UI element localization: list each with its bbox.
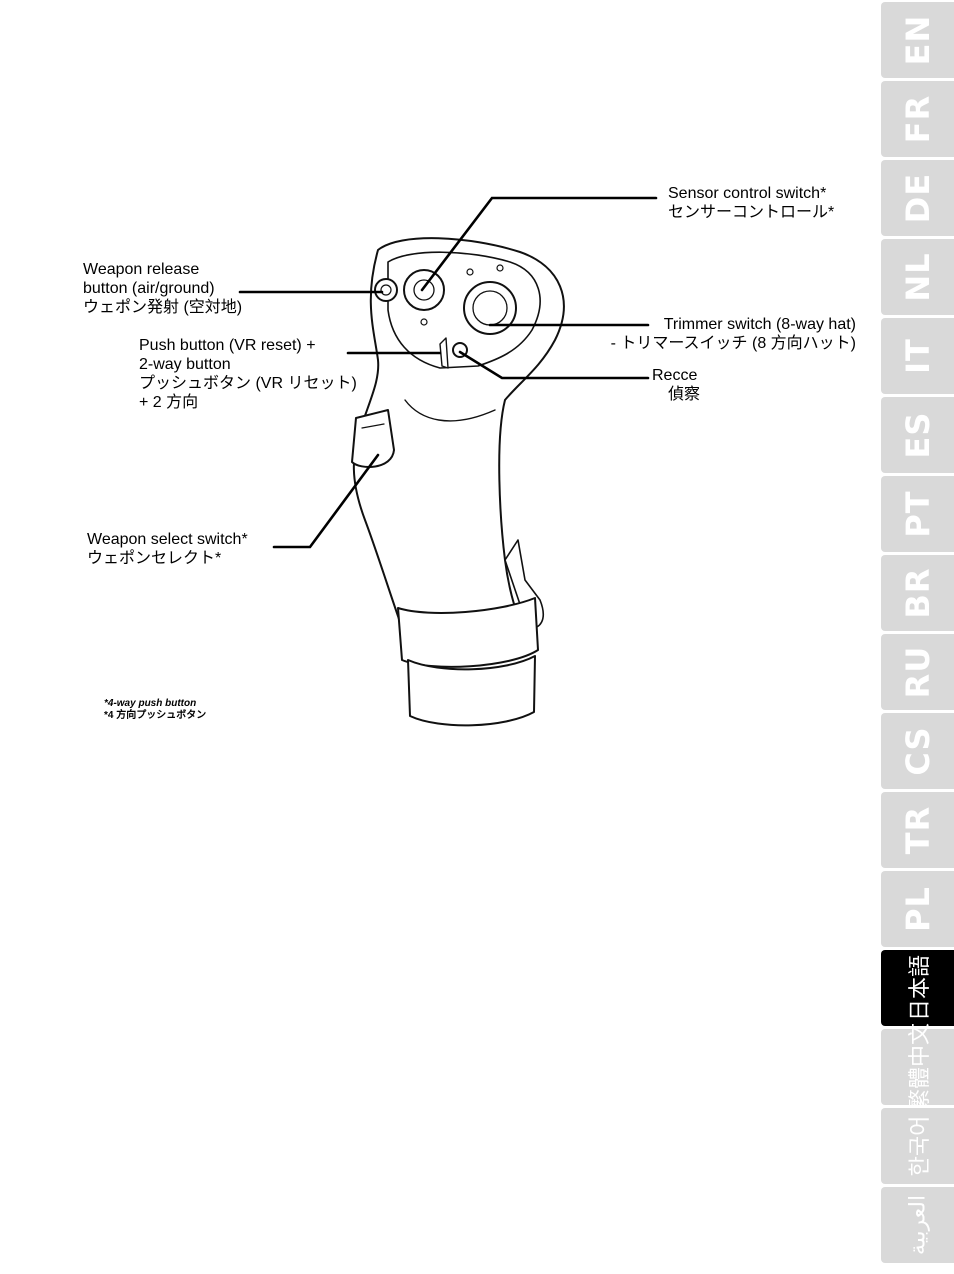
language-tab-2[interactable]: DE [881,160,954,236]
language-tab-14[interactable]: 한국어 [881,1108,954,1184]
sensor-label-jp: センサーコントロール* [668,204,835,221]
push-button-callout: Push button (VR reset) + 2-way button プッ… [139,336,357,412]
language-tab-label: EN [898,14,937,66]
weapon-release-callout: Weapon release button (air/ground) ウェポン発… [83,260,242,317]
trimmer-callout: Trimmer switch (8-way hat) - トリマースイッチ (8… [611,315,856,353]
language-tab-6[interactable]: PT [881,476,954,552]
language-tab-label: DE [898,172,937,224]
language-tab-12[interactable]: 日本語 [881,950,954,1026]
language-tab-4[interactable]: IT [881,318,954,394]
language-tab-label: ES [898,411,937,459]
language-tab-0[interactable]: EN [881,2,954,78]
push-button-label-4: + 2 方向 [139,394,199,411]
language-tab-15[interactable]: العربية [881,1187,954,1263]
trimmer-label-jp: - トリマースイッチ (8 方向ハット) [610,335,856,352]
trimmer-label-en: Trimmer switch (8-way hat) [663,316,856,333]
language-tab-label: RU [898,645,937,699]
weapon-release-label-1: Weapon release [83,261,200,278]
weapon-select-callout: Weapon select switch* ウェポンセレクト* [87,530,248,568]
footnote-jp: *4 方向プッシュボタン [104,710,207,721]
language-tab-9[interactable]: CS [881,713,954,789]
language-tab-10[interactable]: TR [881,792,954,868]
language-tab-3[interactable]: NL [881,239,954,315]
recce-label-jp: 偵察 [668,386,701,403]
push-button-label-2: 2-way button [139,356,231,373]
recce-label-en: Recce [652,367,698,384]
language-tab-label: PT [898,490,937,538]
sensor-callout: Sensor control switch* センサーコントロール* [668,184,834,222]
weapon-select-graphic [351,409,395,468]
footnote-en: *4-way push button [104,698,197,709]
language-tab-label: BR [898,567,937,619]
leader-weapon-select [272,453,380,549]
language-tab-label: 한국어 [907,1115,933,1177]
language-tab-label: FR [898,94,937,144]
language-tab-1[interactable]: FR [881,81,954,157]
weapon-release-label-jp: ウェポン発射 (空対地) [83,299,243,316]
weapon-select-label-en: Weapon select switch* [87,531,248,548]
language-tab-13[interactable]: 繁體中文 [881,1023,954,1111]
language-tab-label: IT [898,338,937,374]
footnote: *4-way push button *4 方向プッシュボタン [104,698,206,722]
language-tab-8[interactable]: RU [881,634,954,710]
push-button-label-jp: プッシュボタン (VR リセット) [139,375,357,392]
recce-callout: Recce 偵察 [652,366,700,404]
language-tab-11[interactable]: PL [881,871,954,947]
push-button-graphic [439,337,449,369]
language-tab-label: العربية [905,1194,930,1256]
weapon-release-label-2: button (air/ground) [83,280,215,297]
push-button-label-1: Push button (VR reset) + [139,337,316,354]
language-tab-label: 日本語 [907,954,933,1022]
leader-recce [458,350,650,380]
language-tab-label: PL [898,886,937,932]
language-tab-label: CS [898,726,937,776]
weapon-select-label-jp: ウェポンセレクト* [87,550,222,567]
language-tab-7[interactable]: BR [881,555,954,631]
language-tab-label: 繁體中文 [907,1022,933,1112]
language-tab-label: TR [898,805,937,855]
language-tab-5[interactable]: ES [881,397,954,473]
sensor-label-en: Sensor control switch* [668,185,827,202]
knurled-base [407,655,536,727]
language-tab-label: NL [898,252,937,302]
leader-sensor [420,196,658,292]
